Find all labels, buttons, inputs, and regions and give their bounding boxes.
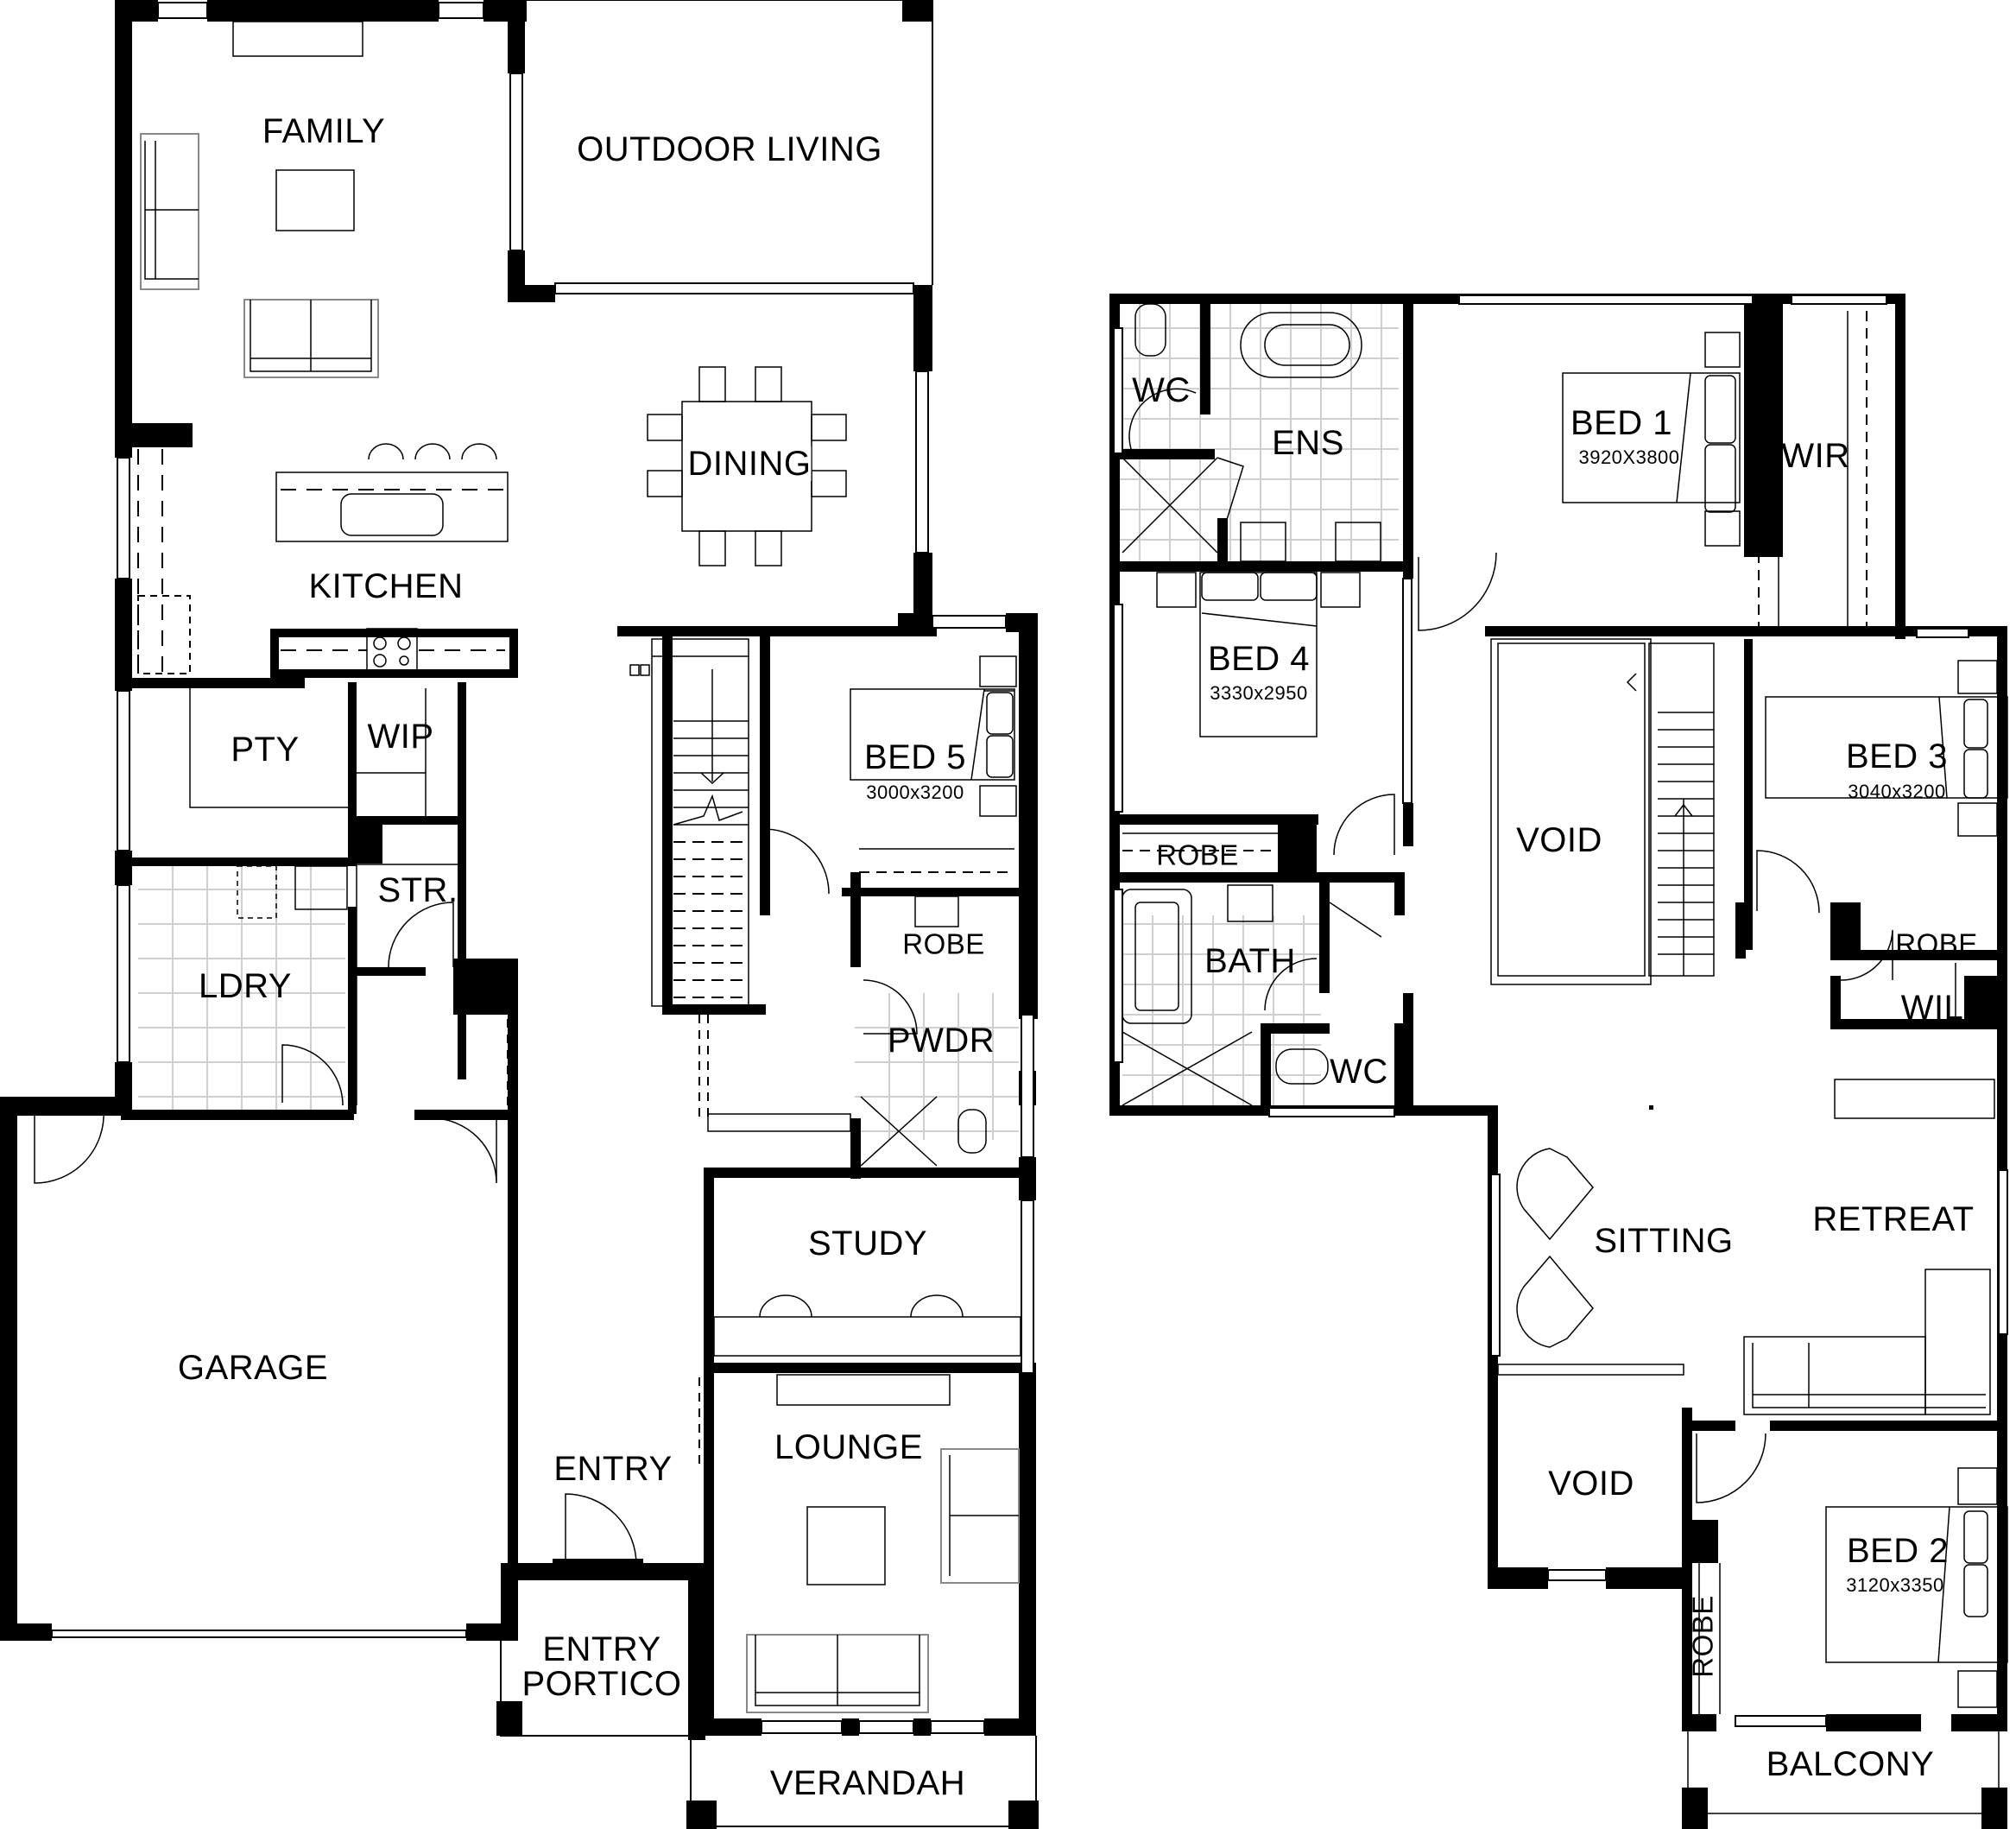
room-label-entry-portico-line1: ENTRY	[542, 1630, 661, 1668]
room-label-ensuite: ENS	[1272, 424, 1344, 462]
room-label-entry: ENTRY	[553, 1450, 673, 1488]
ground-floor	[0, 0, 1039, 1829]
lounge-coffee-table	[806, 1506, 886, 1585]
bed-4-door	[1333, 794, 1395, 856]
upper-staircase	[1648, 642, 1715, 977]
room-label-storage: STR.	[377, 871, 458, 909]
desk-chairs	[759, 1294, 964, 1318]
outdoor-living-outline	[525, 0, 933, 285]
room-label-void-lower: VOID	[1548, 1465, 1634, 1503]
room-label-retreat: RETREAT	[1812, 1200, 1975, 1238]
room-label-powder: PWDR	[887, 1022, 995, 1060]
lounge-tv-unit	[776, 1374, 951, 1406]
bar-stools	[368, 443, 497, 460]
bed-4-bed	[1199, 572, 1318, 737]
room-label-void-main: VOID	[1516, 821, 1602, 859]
room-label-pantry: PTY	[231, 731, 300, 769]
toilet-icon	[1275, 1048, 1329, 1085]
room-label-robe-bed-5: ROBE	[902, 927, 985, 960]
bed-3-bed	[1765, 696, 2008, 799]
room-label-robe-bed-2: ROBE	[1686, 1595, 1719, 1678]
room-label-sitting: SITTING	[1594, 1222, 1734, 1260]
sofa	[140, 133, 199, 290]
room-label-kitchen: KITCHEN	[308, 567, 464, 605]
room-label-wip: WIP	[367, 718, 434, 756]
toilet-icon	[1134, 303, 1166, 357]
room-label-lounge: LOUNGE	[774, 1428, 923, 1466]
study-desk	[713, 1316, 1021, 1357]
room-label-bed-5: BED 5	[863, 738, 967, 776]
storage-door	[388, 902, 454, 968]
room-label-family: FAMILY	[262, 112, 386, 150]
void-area	[1490, 638, 1652, 985]
room-label-robe-bed-3: ROBE	[1895, 927, 1978, 960]
garage-side-door	[34, 1109, 104, 1184]
room-dimension-bed-1: 3920X3800	[1578, 446, 1680, 468]
garage-internal-door	[431, 1117, 497, 1184]
wall	[115, 0, 132, 432]
bed-2-door	[1696, 1433, 1766, 1503]
room-label-bed-1: BED 1	[1570, 404, 1673, 442]
ensuite-tiles	[1118, 302, 1399, 561]
toilet-icon	[957, 1109, 987, 1154]
retreat-sofa	[1743, 1336, 1926, 1415]
powder-tiles	[855, 993, 1019, 1140]
laundry-cabinet	[237, 865, 277, 919]
room-label-wc-bath: WC	[1330, 1053, 1388, 1091]
basin-icon	[914, 896, 959, 927]
bed-1-bed	[1562, 372, 1741, 503]
basin-icon	[1335, 522, 1381, 562]
room-label-wc-ensuite: WC	[1132, 371, 1191, 409]
room-label-verandah: VERANDAH	[769, 1764, 966, 1802]
room-label-study: STUDY	[807, 1225, 928, 1263]
room-label-wir: WIR	[1781, 437, 1850, 475]
armchair	[1516, 1255, 1594, 1348]
room-label-bed-4: BED 4	[1207, 640, 1311, 678]
room-label-bed-3: BED 3	[1845, 737, 1949, 775]
front-door	[565, 1493, 637, 1566]
room-label-bath: BATH	[1204, 942, 1296, 980]
basin-icon	[1227, 884, 1273, 922]
upper-floor	[1109, 294, 2008, 1829]
dining-table	[681, 401, 812, 532]
coffee-table	[275, 169, 355, 231]
laundry-tub-icon	[294, 865, 348, 910]
tv-unit	[232, 21, 363, 57]
stove-icon	[366, 630, 418, 674]
wil-door	[1838, 929, 1893, 981]
room-label-wil: WIL	[1900, 989, 1964, 1027]
bed-1-door	[1418, 552, 1497, 631]
bed-3-door	[1756, 850, 1820, 914]
room-label-bed-2: BED 2	[1846, 1532, 1950, 1570]
room-label-laundry: LDRY	[199, 967, 292, 1005]
sink-icon	[340, 493, 444, 536]
room-label-balcony: BALCONY	[1766, 1745, 1935, 1783]
room-dimension-bed-5: 3000x3200	[866, 782, 964, 803]
kitchen-island	[275, 471, 509, 542]
room-label-entry-portico-line2: PORTICO	[521, 1665, 682, 1703]
armchair	[1516, 1148, 1594, 1241]
room-label-dining: DINING	[687, 445, 812, 483]
basin-icon	[1240, 522, 1286, 562]
room-label-outdoor-living: OUTDOOR LIVING	[577, 130, 882, 168]
laundry-tiles	[138, 864, 345, 1114]
room-label-robe-bed-4: ROBE	[1156, 839, 1239, 871]
bed-5-bed	[850, 688, 1015, 781]
staircase	[651, 638, 749, 1007]
room-label-garage: GARAGE	[177, 1349, 329, 1387]
room-dimension-bed-4: 3330x2950	[1210, 682, 1308, 704]
room-dimension-bed-3: 3040x3200	[1848, 781, 1946, 802]
bathtub-icon	[1122, 889, 1192, 1024]
laundry-door	[281, 1044, 344, 1106]
bed-2-bed	[1825, 1506, 2008, 1663]
room-dimension-bed-2: 3120x3350	[1846, 1574, 1944, 1596]
bed-5-door	[763, 828, 830, 895]
bathtub-icon	[1240, 312, 1362, 378]
